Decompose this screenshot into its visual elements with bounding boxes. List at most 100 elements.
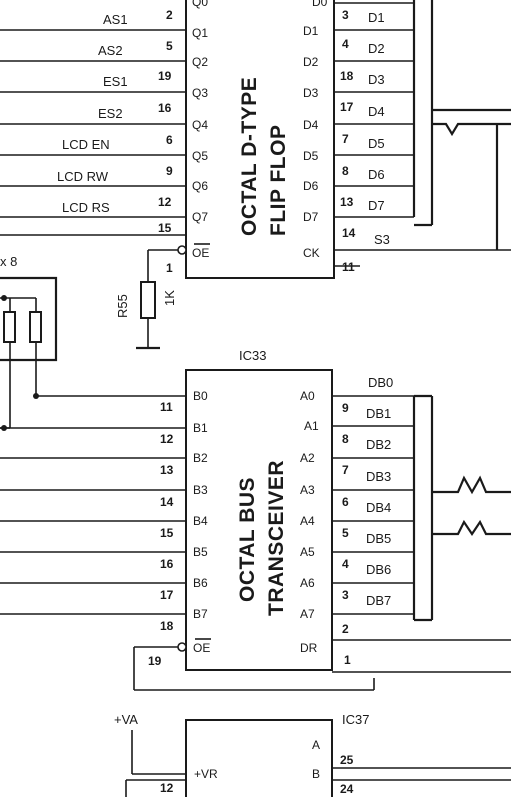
ic33-r-pin-3: 3 <box>342 588 349 602</box>
ic37-body <box>185 719 333 797</box>
ff-input-pin-9: 9 <box>166 164 173 178</box>
ff-pin-d5: D5 <box>303 149 319 163</box>
ic33-pin-num-18: 18 <box>160 619 174 633</box>
ic33-pin-b6: B6 <box>193 576 208 590</box>
ff-pin-q4: Q4 <box>192 118 208 132</box>
ff-pin-ck: CK <box>303 246 320 260</box>
ic33-pin-num-14: 14 <box>160 495 174 509</box>
ic37-pin-a: A <box>312 738 320 752</box>
ic33-pin-b2: B2 <box>193 451 208 465</box>
ff-out-pin-17: 17 <box>340 100 354 114</box>
net-label-db5: DB5 <box>366 531 391 546</box>
ff-out-pin-8: 8 <box>342 164 349 178</box>
net-label-lcd-rs: LCD RS <box>62 200 110 215</box>
left-pack-label: x 8 <box>0 254 17 269</box>
ic33-right-labels: 9 8 7 6 5 4 3 2 1 DB0 DB1 DB2 DB3 DB4 DB… <box>342 375 393 667</box>
ic33-pin-a5: A5 <box>300 545 315 559</box>
flip-flop-title-line1: OCTAL D-TYPE <box>238 77 261 236</box>
net-label-db6: DB6 <box>366 562 391 577</box>
net-label-es1: ES1 <box>103 74 128 89</box>
ic33-title-line1: OCTAL BUS <box>236 477 259 602</box>
net-label-lcd-en: LCD EN <box>62 137 110 152</box>
flip-flop-output-wires <box>334 0 511 267</box>
ic33-pin-a0: A0 <box>300 389 315 403</box>
ic33-pin-num-16: 16 <box>160 557 174 571</box>
ic37-pin-b: B <box>312 767 320 781</box>
ic33-pin-a3: A3 <box>300 483 315 497</box>
flip-flop-title-line2: FLIP FLOP <box>267 125 290 236</box>
ff-pin-q5: Q5 <box>192 149 208 163</box>
net-label-db0: DB0 <box>368 375 393 390</box>
ff-pin-d3: D3 <box>303 86 319 100</box>
ff-pin-q0: Q0 <box>192 0 208 9</box>
ic33-r-pin-5: 5 <box>342 526 349 540</box>
left-resistor-pack: x 8 <box>0 254 58 431</box>
ic33-pin-b7: B7 <box>193 607 208 621</box>
r55-value: 1K <box>162 290 177 306</box>
ic33-pin-a2: A2 <box>300 451 315 465</box>
ic33-ref: IC33 <box>239 348 266 363</box>
ic37-pin-num-25: 25 <box>340 753 354 767</box>
ff-input-pin-6: 6 <box>166 133 173 147</box>
ic33-r-pin-6: 6 <box>342 495 349 509</box>
ic33-r-pin-9: 9 <box>342 401 349 415</box>
net-label-d4: D4 <box>368 104 385 119</box>
net-label-db1: DB1 <box>366 406 391 421</box>
ic33-pin-num-15: 15 <box>160 526 174 540</box>
ff-out-pin-11: 11 <box>342 260 355 274</box>
ic37-partial: IC37 +VA +VR 12 A B 25 24 <box>114 712 511 797</box>
ff-out-pin-4: 4 <box>342 37 349 51</box>
ff-input-pin-15: 15 <box>158 221 172 235</box>
ic33-pin-a6: A6 <box>300 576 315 590</box>
ic37-pin-vr: +VR <box>194 767 218 781</box>
net-label-as2: AS2 <box>98 43 123 58</box>
ff-pin-q3: Q3 <box>192 86 208 100</box>
ic33-pin-a4: A4 <box>300 514 315 528</box>
net-label-es2: ES2 <box>98 106 123 121</box>
ic33-right-wires <box>332 394 511 673</box>
ff-input-pin-16: 16 <box>158 101 172 115</box>
ic33-pin-num-13: 13 <box>160 463 174 477</box>
ff-pin-q1: Q1 <box>192 26 208 40</box>
ic33-title-line2: TRANSCEIVER <box>265 460 288 616</box>
net-label-db4: DB4 <box>366 500 391 515</box>
net-label-d3: D3 <box>368 72 385 87</box>
flip-flop-input-labels: AS1 AS2 ES1 ES2 LCD EN LCD RW LCD RS 2 5… <box>57 8 173 275</box>
net-label-d1: D1 <box>368 10 385 25</box>
ic33-r-pin-7: 7 <box>342 463 349 477</box>
r55-ref: R55 <box>115 294 130 318</box>
net-label-s3: S3 <box>374 232 390 247</box>
ic33-pin-b1: B1 <box>193 421 208 435</box>
ff-pin-d0: D0 <box>312 0 328 9</box>
net-label-d2: D2 <box>368 41 385 56</box>
ff-out-pin-18: 18 <box>340 69 354 83</box>
ff-oe-pulldown: R55 1K <box>115 245 187 350</box>
ic33-left-wires <box>0 395 375 691</box>
ic33-body <box>185 369 333 671</box>
ff-pin-oe: OE <box>192 246 209 260</box>
ff-pin-q6: Q6 <box>192 179 208 193</box>
ff-out-pin-7: 7 <box>342 132 349 146</box>
net-label-as1: AS1 <box>103 12 128 27</box>
ic33-transceiver: IC33 B0 B1 B2 B3 B4 B5 B6 B7 OE A0 A1 A2… <box>185 348 333 671</box>
net-label-d7: D7 <box>368 198 385 213</box>
ic33-pin-oe: OE <box>193 641 210 655</box>
flip-flop-body <box>185 0 335 279</box>
ff-pin-d4: D4 <box>303 118 319 132</box>
ic33-pin-num-17: 17 <box>160 588 174 602</box>
ff-pin-d6: D6 <box>303 179 319 193</box>
net-label-d5: D5 <box>368 136 385 151</box>
ic33-left-pin-numbers: 11 12 13 14 15 16 17 18 19 <box>148 400 174 668</box>
ic33-r-pin-8: 8 <box>342 432 349 446</box>
ff-out-pin-14: 14 <box>342 226 356 240</box>
ff-pin-d7: D7 <box>303 210 319 224</box>
ff-pin-d1: D1 <box>303 24 319 38</box>
ff-pin-q7: Q7 <box>192 210 208 224</box>
flip-flop-input-wires <box>0 29 186 236</box>
ic33-r-pin-4: 4 <box>342 557 349 571</box>
ic33-pin-b0: B0 <box>193 389 208 403</box>
net-label-db3: DB3 <box>366 469 391 484</box>
ic33-pin-a1: A1 <box>304 419 319 433</box>
ic33-pin-a7: A7 <box>300 607 315 621</box>
